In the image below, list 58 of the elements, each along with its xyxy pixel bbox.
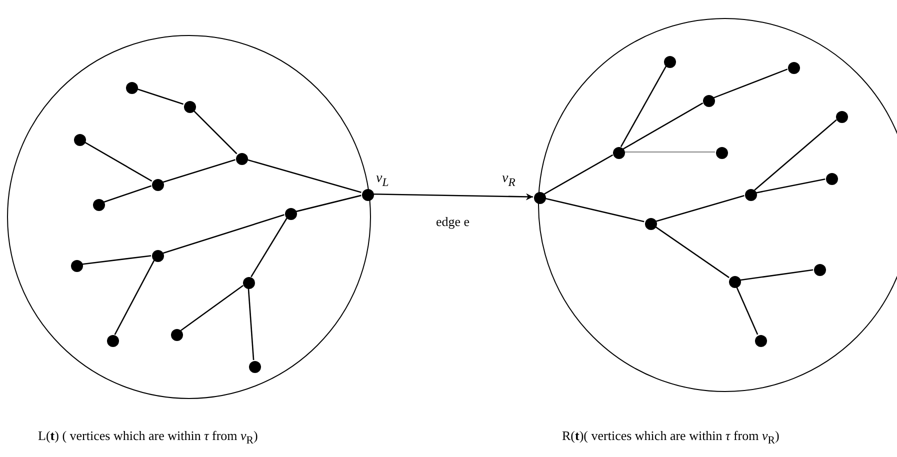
vertex-dot — [788, 62, 800, 74]
tree-edge — [740, 269, 814, 281]
vertex-dot — [664, 56, 676, 68]
vertex-dot — [534, 192, 546, 204]
tree-edge — [84, 141, 152, 182]
tree-edge — [136, 88, 184, 105]
vertex-dot — [93, 199, 105, 211]
vertex-label: v$_{R}$ — [502, 171, 516, 189]
tree-edge — [713, 68, 788, 98]
tree-edge — [756, 178, 826, 194]
tree-edge — [82, 255, 152, 265]
vertex-dot — [126, 82, 138, 94]
tree-edge — [250, 218, 288, 278]
vertex-dot — [745, 189, 757, 201]
tree-edge — [624, 151, 715, 153]
tree-edge — [544, 198, 644, 222]
vertex-dot — [249, 361, 261, 373]
vertex-dot — [826, 173, 838, 185]
vertex-dot — [613, 147, 625, 159]
tree-edge — [736, 286, 758, 335]
tree-circle — [7, 35, 371, 399]
vertex-dot — [362, 189, 374, 201]
tree-edge — [296, 194, 362, 212]
vertex-dot — [171, 329, 183, 341]
node-label: L(t) ( vertices which are within τ from v$_{R}$) — [38, 428, 258, 447]
vertex-dot — [285, 208, 297, 220]
vertex-dot — [645, 218, 657, 230]
vertex-dot — [729, 276, 741, 288]
vertex-dot — [152, 250, 164, 262]
tree-edge — [162, 159, 236, 183]
tree-edge — [622, 102, 704, 150]
tree-edge — [654, 226, 730, 278]
vertex-dot — [236, 153, 248, 165]
tree-edge — [114, 260, 155, 335]
tree-edge — [103, 185, 152, 203]
vertex-dot — [703, 95, 715, 107]
tree-edge — [544, 154, 614, 195]
vertex-dot — [74, 134, 86, 146]
vertex-dot — [184, 101, 196, 113]
vertex-dot — [716, 147, 728, 159]
tree-edge — [656, 195, 744, 222]
vertex-dot — [814, 264, 826, 276]
vertex-label: v$_{L}$ — [376, 171, 389, 189]
vertex-dot — [836, 111, 848, 123]
arrow — [372, 193, 534, 200]
tree-edge — [246, 159, 362, 193]
vertex-dot — [243, 277, 255, 289]
tree-edge — [180, 284, 244, 332]
tree-edge — [192, 110, 238, 154]
node-label: R(t)( vertices which are within τ from v$_{R}$) — [562, 428, 780, 447]
vertex-dot — [755, 335, 767, 347]
tree-edge — [162, 214, 284, 254]
vertex-dot — [71, 260, 83, 272]
vertex-dot — [107, 335, 119, 347]
vertex-dot — [152, 179, 164, 191]
tree-edge — [754, 119, 837, 191]
tree-edge — [620, 66, 667, 148]
tree-edge — [248, 288, 254, 360]
